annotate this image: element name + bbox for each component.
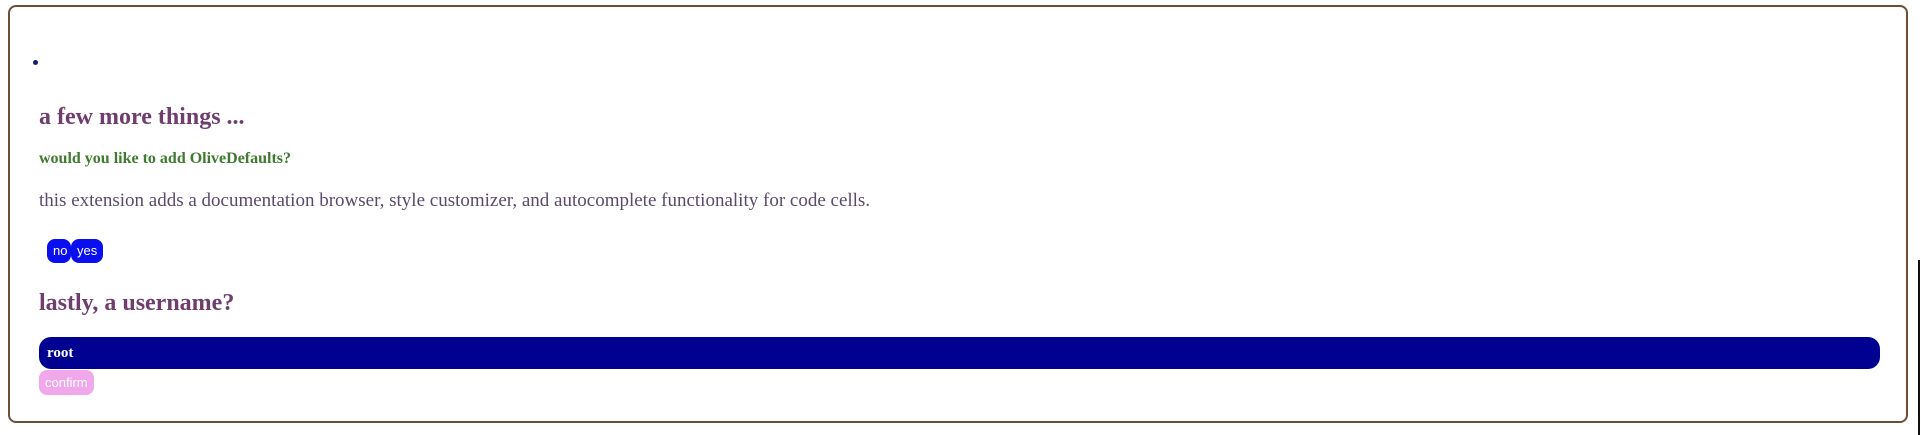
username-input[interactable]: root (39, 337, 1880, 369)
confirm-button[interactable]: confirm (39, 370, 94, 395)
extension-question: would you like to add OliveDefaults? (39, 150, 292, 167)
bullet-dot (33, 60, 38, 65)
setup-card (8, 5, 1908, 423)
no-button[interactable]: no (47, 239, 71, 263)
extension-description: this extension adds a documentation brow… (39, 190, 871, 211)
more-things-heading: a few more things ... (39, 104, 245, 130)
username-heading: lastly, a username? (39, 290, 235, 316)
yes-button[interactable]: yes (71, 239, 103, 263)
window-edge-divider (1918, 260, 1920, 435)
